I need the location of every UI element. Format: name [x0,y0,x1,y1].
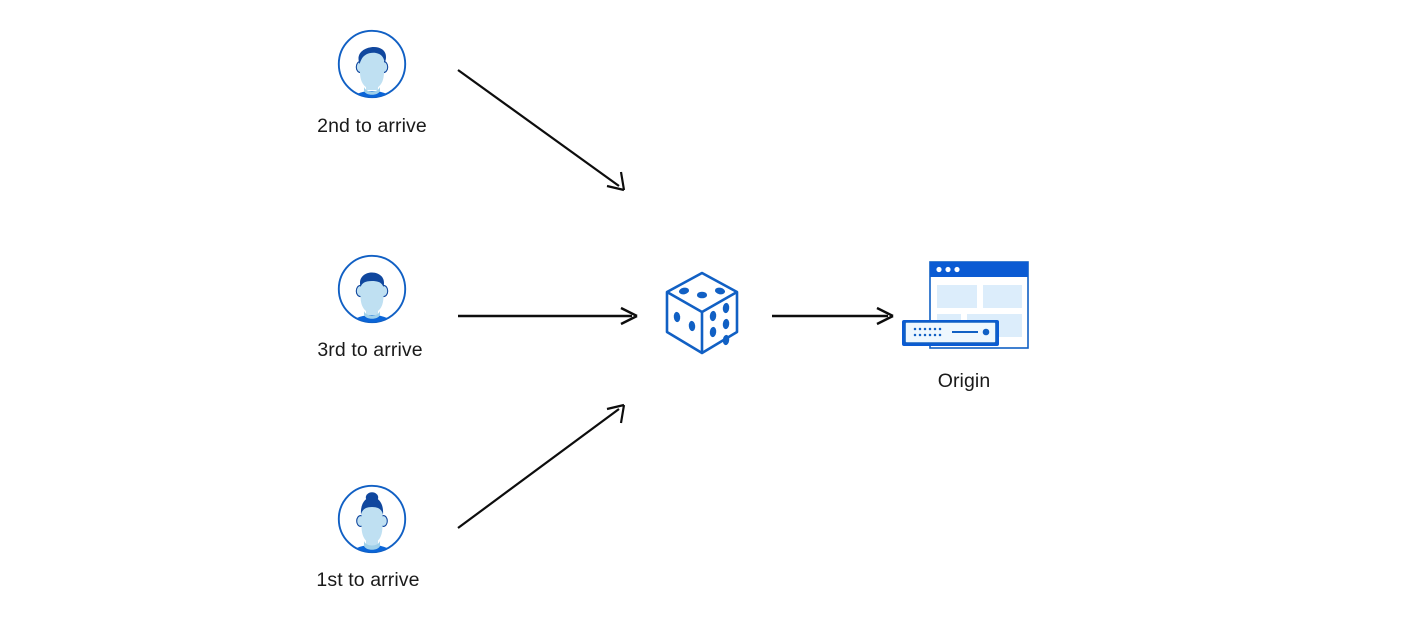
user-avatar-icon [337,254,407,324]
user-avatar-icon [337,29,407,99]
client-label-bottom: 1st to arrive [316,569,420,591]
dice-icon [665,271,739,355]
client-node-middle[interactable]: 3rd to arrive [317,253,423,361]
browser-window-icon [929,261,1029,349]
origin-label: Origin [937,370,991,392]
origin-server-icon [902,261,1029,349]
arrow-dice-to-origin [772,306,894,326]
origin-node[interactable]: Origin [897,258,1032,392]
arrow-client-bottom-to-dice [457,403,626,529]
arrow-client-middle-to-dice [458,306,638,326]
client-node-bottom[interactable]: 1st to arrive [316,483,419,591]
user-avatar-icon [337,484,407,554]
client-label-top: 2nd to arrive [317,115,427,137]
server-device-icon [902,320,999,346]
client-node-top[interactable]: 2nd to arrive [317,28,427,137]
client-label-middle: 3rd to arrive [317,339,423,361]
dice-node[interactable] [663,270,741,361]
